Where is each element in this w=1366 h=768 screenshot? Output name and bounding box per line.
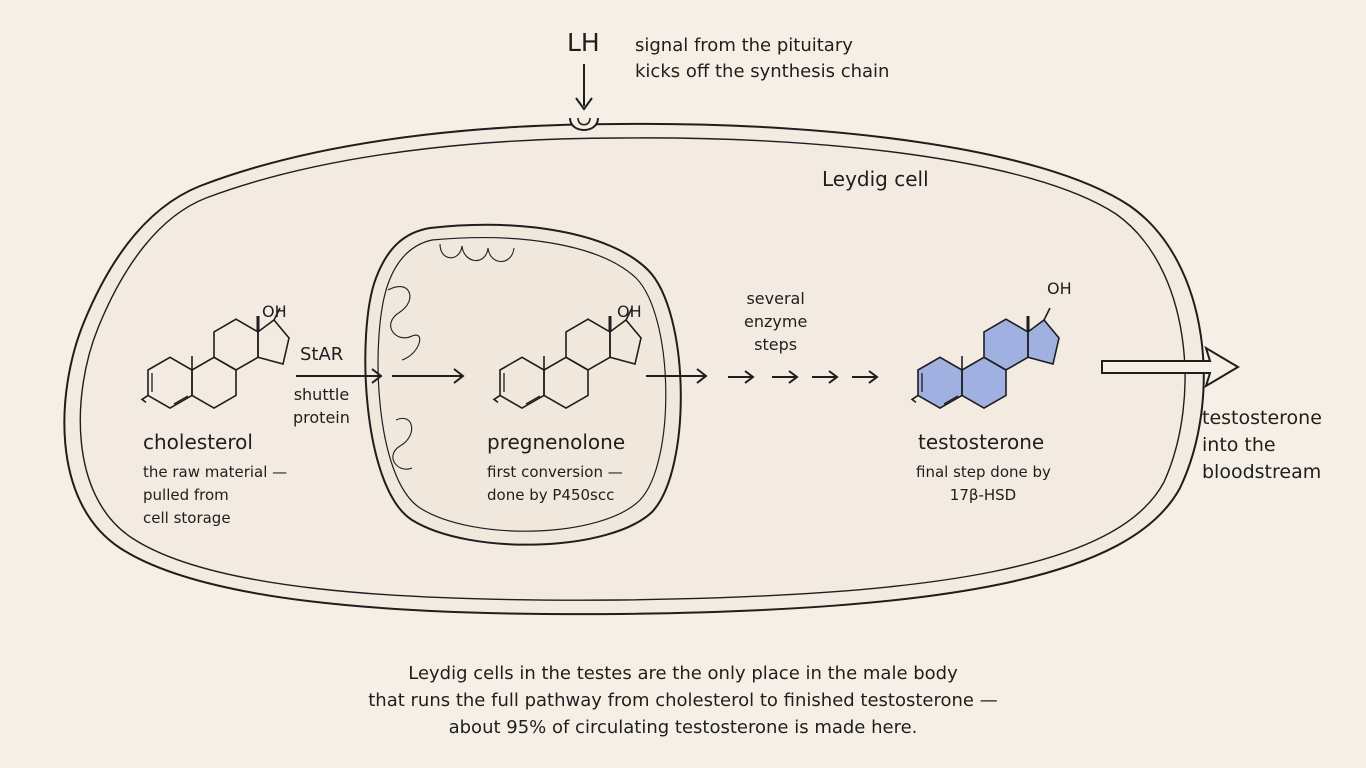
oh-label-testosterone: OH: [1047, 279, 1072, 298]
testosterone-name: testosterone: [918, 430, 1045, 454]
pregnenolone-note: first conversion — done by P450scc: [487, 463, 623, 504]
mitochondrion: [364, 223, 682, 546]
cholesterol-name: cholesterol: [143, 430, 253, 454]
cholesterol-note: the raw material — pulled from cell stor…: [143, 463, 288, 527]
shuttle-note: shuttle protein: [293, 385, 350, 427]
bloodstream-arrow: [1101, 345, 1240, 389]
star-label: StAR: [300, 344, 344, 365]
enzyme-steps-note: several enzyme steps: [744, 289, 808, 354]
mito-entry-arrow: [392, 368, 465, 384]
enzyme-step-arrows: [728, 370, 879, 384]
oh-label-pregnenolone: OH: [617, 302, 642, 321]
cell-label: Leydig cell: [822, 167, 929, 191]
bloodstream-note: testosterone into the bloodstream: [1202, 407, 1322, 483]
exit-arrow: [646, 368, 708, 384]
lh-arrow: [575, 64, 593, 111]
testosterone-note: final step done by 17β-HSD: [916, 463, 1051, 504]
lh-label: LH: [567, 28, 600, 57]
lh-note: signal from the pituitary kicks off the …: [635, 35, 890, 82]
lh-receptor: [569, 117, 599, 131]
star-arrow: [296, 368, 383, 384]
oh-label-cholesterol: OH: [262, 302, 287, 321]
caption: Leydig cells in the testes are the only …: [368, 663, 998, 738]
pregnenolone-name: pregnenolone: [487, 430, 626, 454]
